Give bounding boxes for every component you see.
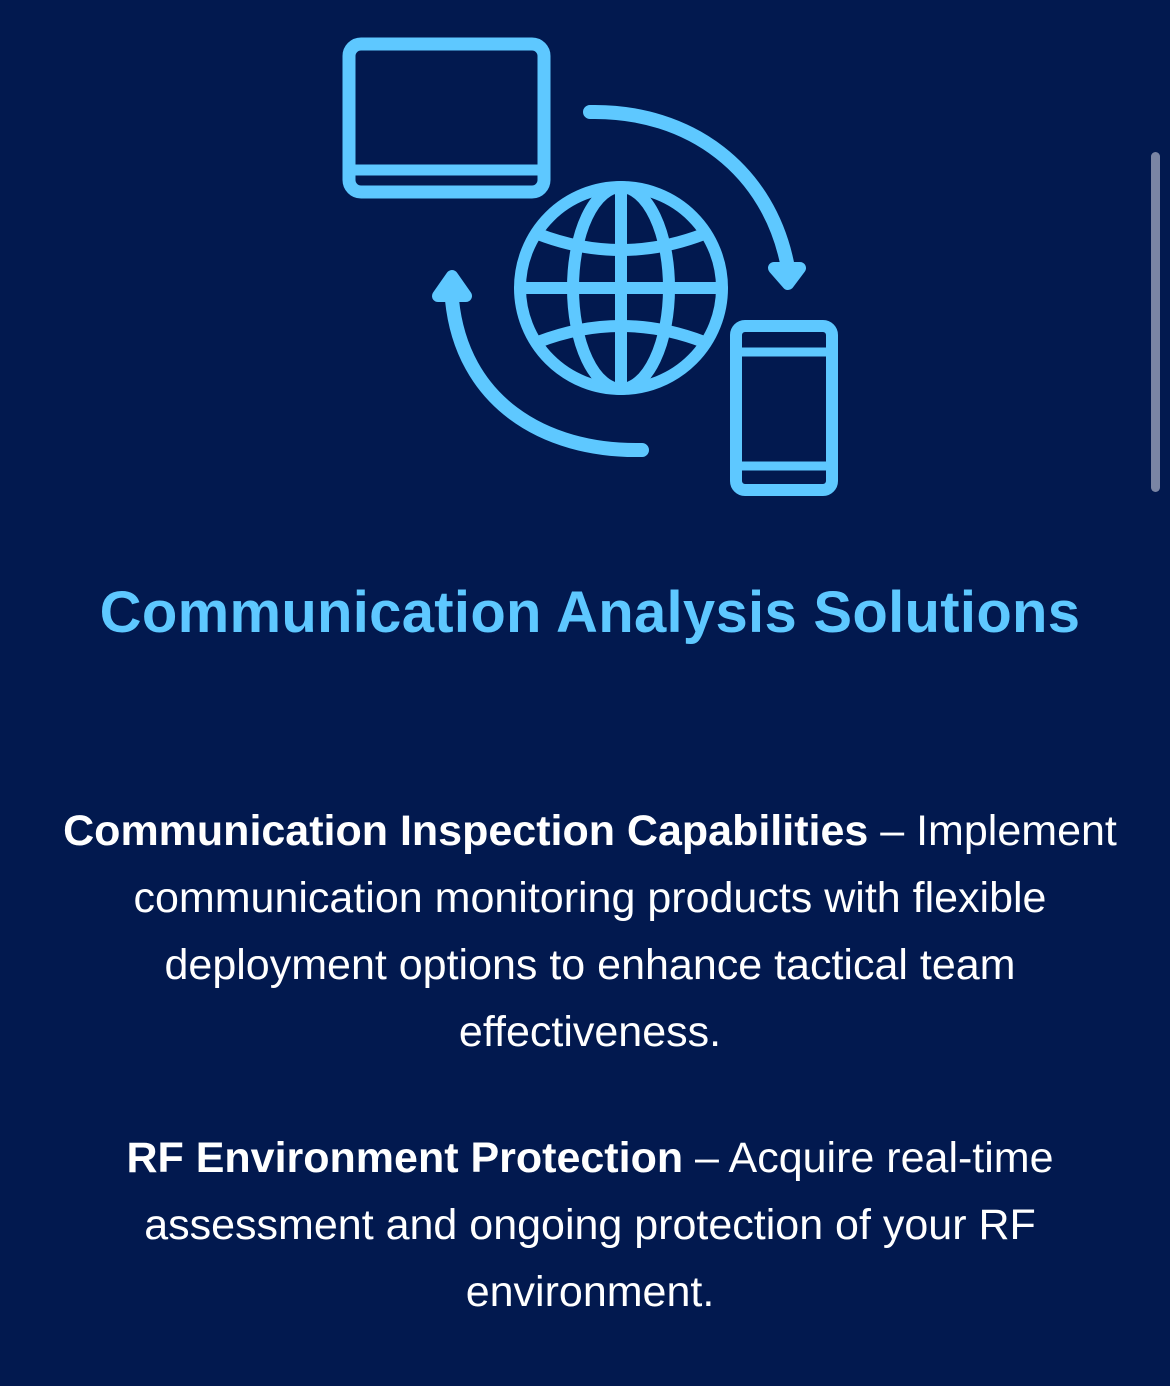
feature-description: Acquire real-time assessment and ongoing… [144,1134,1054,1316]
feature-heading: RF Environment Protection [126,1134,684,1182]
feature-separator: – [868,807,917,855]
feature-rf-environment-protection: RF Environment Protection – Acquire real… [60,1125,1120,1326]
arrow-clockwise-icon [583,104,806,290]
vertical-scrollbar[interactable] [1151,152,1160,492]
laptop-icon [342,37,551,199]
feature-separator: – [683,1134,729,1182]
feature-communication-inspection: Communication Inspection Capabilities – … [60,798,1120,1066]
communication-network-icon [330,30,860,510]
section-title: Communication Analysis Solutions [99,580,1081,645]
arrow-counterclockwise-icon [432,270,649,458]
feature-description: Implement communication monitoring produ… [133,807,1117,1056]
globe-icon [514,181,728,395]
smartphone-icon [730,320,838,496]
feature-heading: Communication Inspection Capabilities [63,807,869,855]
